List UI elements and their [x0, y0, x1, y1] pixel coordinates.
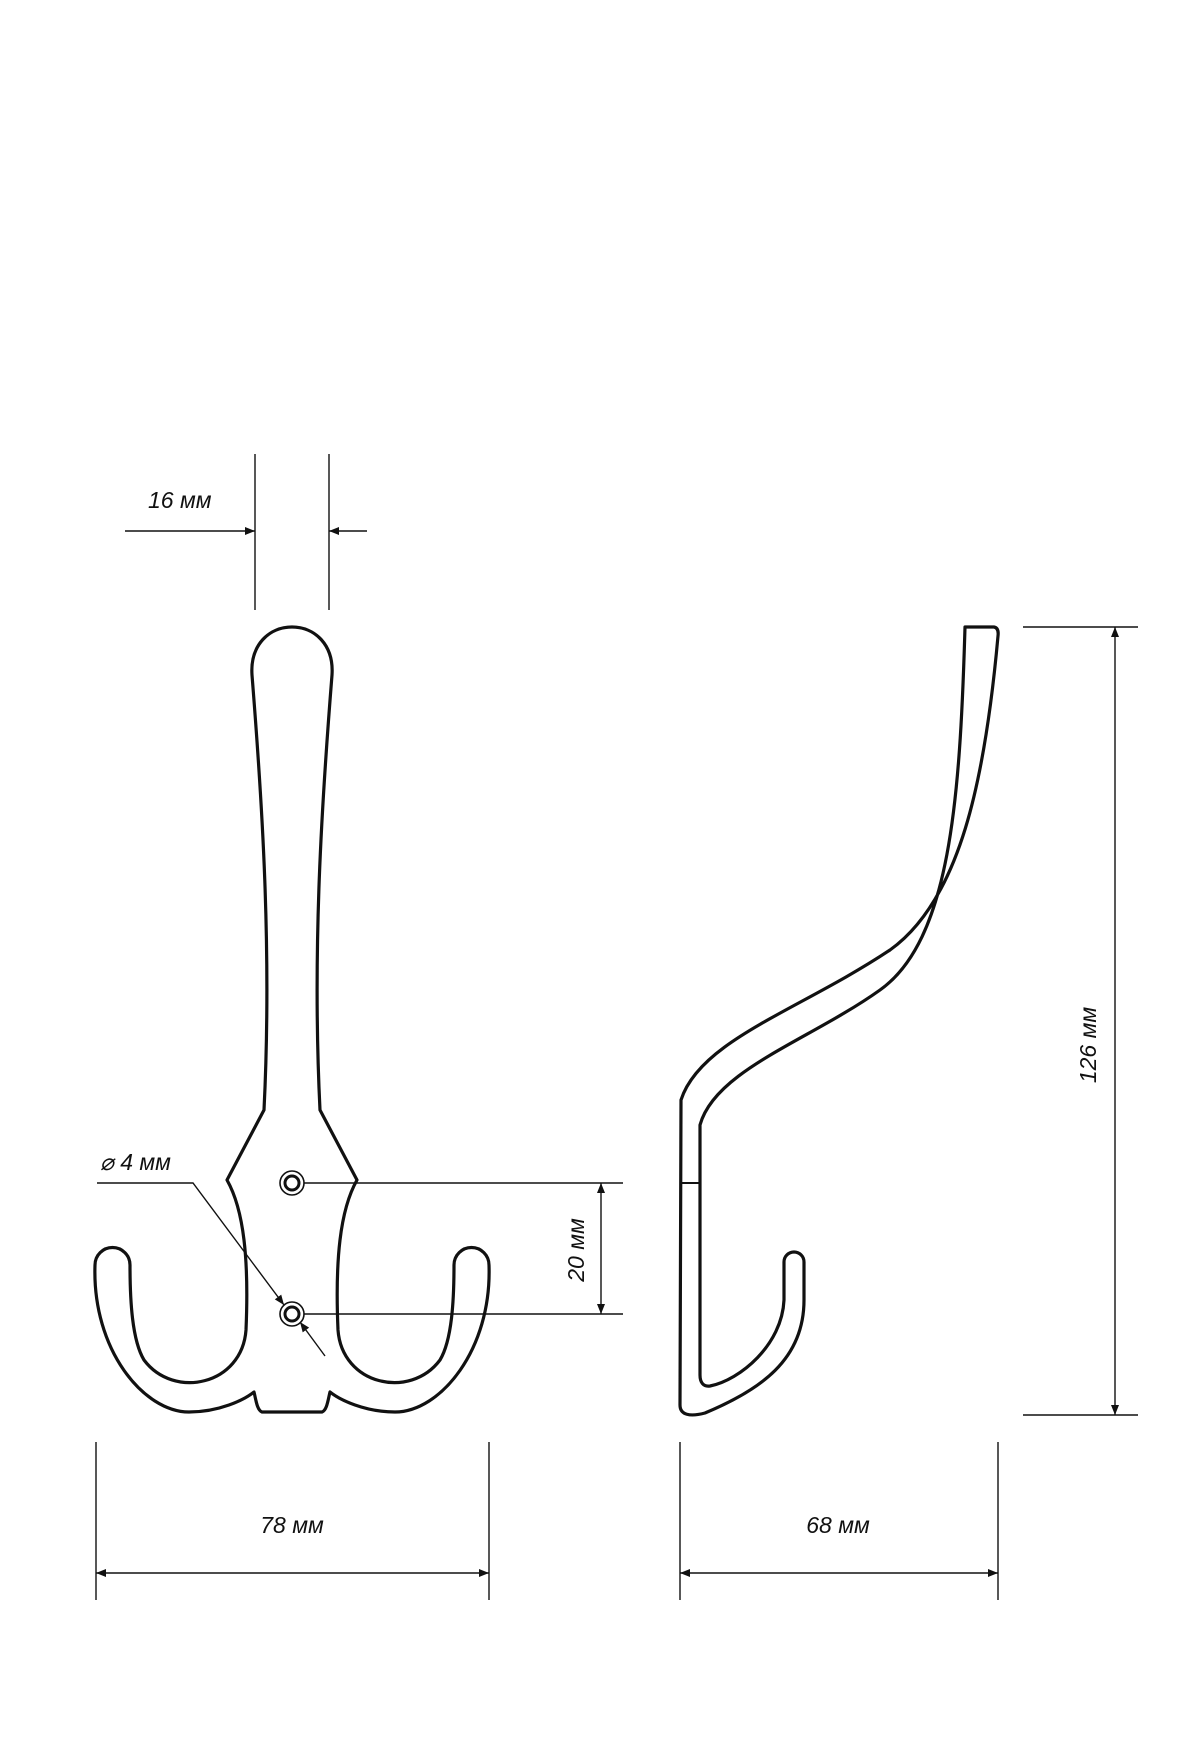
dimension-hole-diameter: ⌀ 4 мм [97, 1149, 326, 1357]
stem-width-label: 16 мм [148, 487, 212, 513]
hole-diameter-label: ⌀ 4 мм [100, 1149, 171, 1175]
front-width-label: 78 мм [260, 1512, 324, 1538]
height-label: 126 мм [1075, 1007, 1101, 1084]
side-depth-label: 68 мм [806, 1512, 870, 1538]
side-view [678, 625, 1000, 1417]
dimension-side-depth: 68 мм [679, 1442, 999, 1600]
front-view [93, 625, 491, 1414]
hook-side-outline [678, 625, 1000, 1417]
dimension-stem-width: 16 мм [125, 454, 367, 610]
mounting-hole-upper [279, 1170, 305, 1196]
hole-spacing-label: 20 мм [563, 1218, 589, 1283]
dimension-hole-spacing: 20 мм [304, 1182, 623, 1315]
hook-front-outline [93, 625, 491, 1414]
dimension-front-width: 78 мм [95, 1442, 490, 1600]
dimension-height: 126 мм [1023, 626, 1138, 1416]
